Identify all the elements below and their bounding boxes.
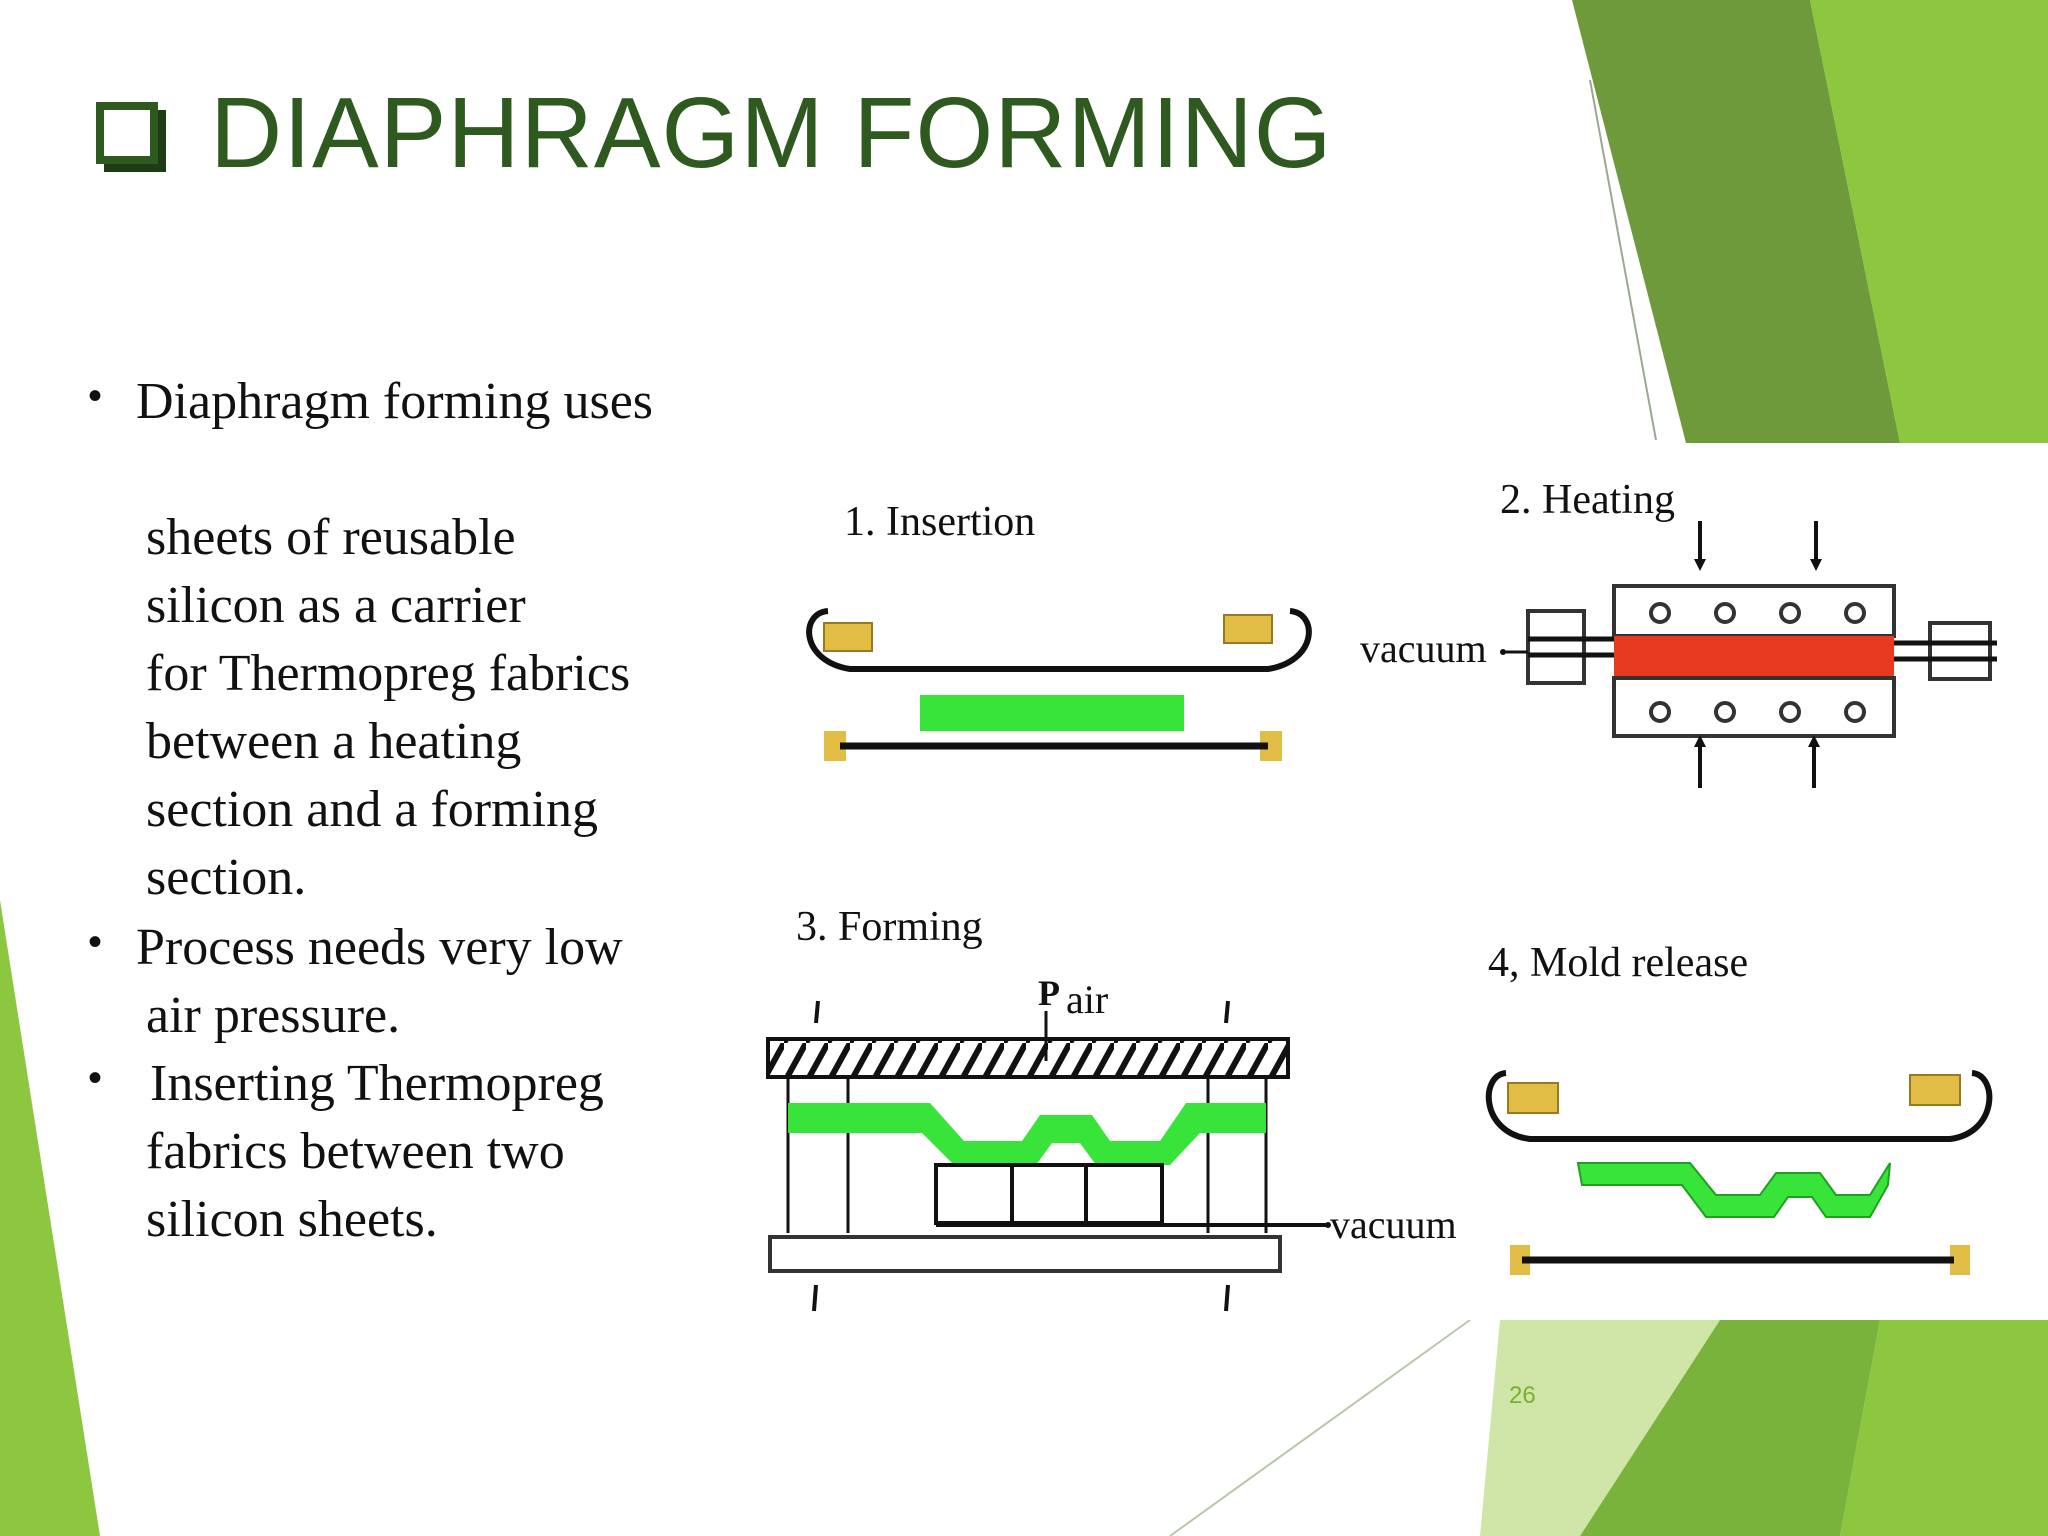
heater-top-element <box>1844 602 1866 624</box>
bullet-1-line-7: section. <box>146 849 307 906</box>
top-right-thin-line <box>1589 79 1657 441</box>
heat-arrow-bottom-2-head <box>1808 735 1820 747</box>
bottom-thin-line <box>1169 1319 1471 1536</box>
clamp-bottom-right <box>1260 731 1282 761</box>
bullet-3-line-2: fabrics between two <box>146 1123 565 1180</box>
step-forming: 3. Forming P air vacuum <box>766 904 1457 1312</box>
step-4-label: 4, Mold release <box>1488 940 1748 986</box>
heater-bottom-element <box>1649 701 1671 723</box>
bullet-1-line-5: between a heating <box>146 713 522 770</box>
vacuum-label-heating: vacuum <box>1360 626 1487 671</box>
bottom-right-mid-green-shape <box>1580 1320 1880 1536</box>
bullet-dot-2: • <box>88 920 103 964</box>
heater-top-element <box>1779 602 1801 624</box>
step-insertion: 1. Insertion <box>806 499 1312 761</box>
bullet-3-line-1: Inserting Thermopreg <box>150 1055 604 1112</box>
bottom-right-pale-shape <box>1480 1320 1720 1536</box>
bullet-2-line-1: Process needs very low <box>136 919 623 976</box>
bullet-dot-3: • <box>88 1056 103 1100</box>
heater-top-element <box>1649 602 1671 624</box>
top-right-light-green-shape <box>1810 0 2048 443</box>
top-right-dark-green-shape <box>1572 0 1900 443</box>
bullet-1-line-2: sheets of reusable <box>146 509 516 566</box>
air-label: air <box>1066 977 1108 1022</box>
mold-block-3 <box>1084 1163 1164 1225</box>
step-1-label: 1. Insertion <box>844 499 1035 545</box>
release-clamp-bottom-right <box>1950 1245 1970 1275</box>
bullet-3-line-3: silicon sheets. <box>146 1191 438 1248</box>
bottom-right-light-green-shape <box>1840 1320 2048 1536</box>
heater-top <box>1612 584 1896 638</box>
step-2-label: 2. Heating <box>1500 477 1675 523</box>
clamp-bottom-left <box>824 731 846 761</box>
released-part <box>1576 1162 1891 1218</box>
vacuum-dot-forming <box>1325 1222 1331 1228</box>
top-silicon-sheet <box>806 608 1312 672</box>
release-top-sheet <box>1485 1070 1993 1142</box>
heater-bottom <box>1612 676 1896 738</box>
checkbox-bullet-icon <box>96 102 166 172</box>
heater-bottom-element <box>1779 701 1801 723</box>
clamp-top-left <box>823 622 873 652</box>
release-clamp-bottom-left <box>1510 1245 1530 1275</box>
step-3-label: 3. Forming <box>796 904 983 950</box>
fabric-sheet <box>920 695 1184 731</box>
formed-fabric <box>788 1103 1266 1165</box>
left-green-sliver <box>0 900 100 1536</box>
release-clamp-top-left <box>1507 1082 1559 1114</box>
heated-fabric <box>1614 636 1894 678</box>
tick-top-left <box>814 1000 820 1024</box>
forming-bottom-plate <box>768 1235 1282 1273</box>
tick-bottom-left <box>812 1284 818 1312</box>
page-number: 26 <box>1509 1382 1536 1409</box>
vacuum-label-forming: vacuum <box>1330 1202 1457 1247</box>
bullet-1-line-6: section and a forming <box>146 781 598 838</box>
forming-top-plate <box>766 1037 1290 1079</box>
heating-clamp-left <box>1526 609 1586 685</box>
step-heating: 2. Heating vacuum <box>1360 477 1997 788</box>
bullet-2-line-2: air pressure. <box>146 987 401 1044</box>
heat-arrow-top-2-head <box>1810 559 1822 571</box>
heat-arrow-bottom-1-head <box>1694 735 1706 747</box>
release-clamp-top-right <box>1909 1074 1961 1106</box>
heater-top-element <box>1714 602 1736 624</box>
heater-bottom-element <box>1714 701 1736 723</box>
tick-bottom-right <box>1224 1284 1230 1312</box>
mold-block-1 <box>934 1163 1014 1225</box>
heat-arrow-top-1-head <box>1694 559 1706 571</box>
heating-clamp-right <box>1928 621 1992 681</box>
mold-block-2 <box>1010 1163 1088 1225</box>
clamp-top-right <box>1223 614 1273 644</box>
slide-title: DIAPHRAGM FORMING <box>96 76 1333 189</box>
step-mold-release: 4, Mold release <box>1485 940 1993 1275</box>
title-text: DIAPHRAGM FORMING <box>210 76 1333 189</box>
process-diagram: 1. Insertion 2. Heating vacuum <box>740 443 1997 1320</box>
bullet-dot-1: • <box>88 374 103 418</box>
tick-top-right <box>1224 1000 1230 1024</box>
bullet-1-line-4: for Thermopreg fabrics <box>146 645 631 702</box>
bullet-1-line-1: Diaphragm forming uses <box>136 373 654 430</box>
pressure-symbol: P <box>1038 973 1060 1013</box>
bullet-1-line-3: silicon as a carrier <box>146 577 526 634</box>
heater-bottom-element <box>1844 701 1866 723</box>
